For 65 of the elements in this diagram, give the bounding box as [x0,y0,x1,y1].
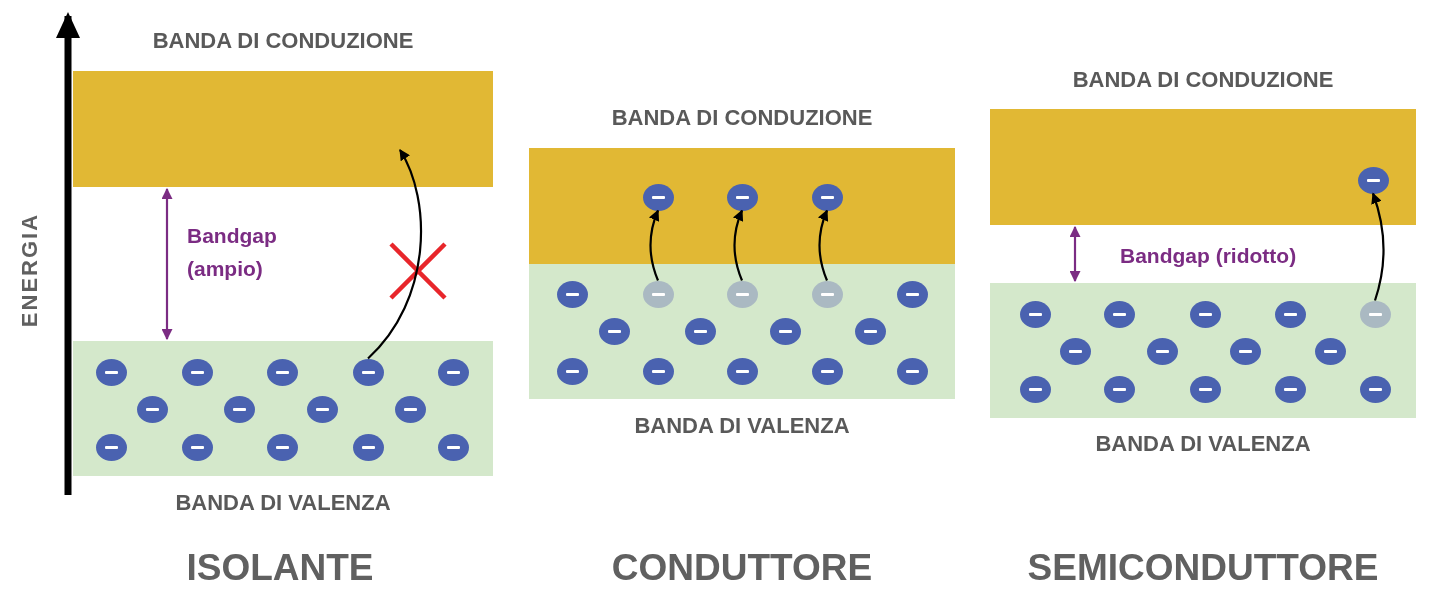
arrow [161,187,173,341]
band-heading: BANDA DI VALENZA [174,489,392,517]
electron-circle [684,317,716,345]
electron-circle [1274,300,1306,328]
hole-circle [642,280,674,308]
electron-circle [726,183,758,211]
hole-circle [726,280,758,308]
electron-circle [266,433,298,461]
electron-circle [642,183,674,211]
panel-title: SEMICONDUTTORE [1027,547,1379,589]
electron-circle [854,317,886,345]
bandgap-label: Bandgap (ampio) [187,223,278,282]
electron-circle [556,357,588,385]
electron-circle [1357,166,1389,194]
electron-circle [1274,375,1306,403]
axis-label: ENERGIA [17,212,43,328]
electron-circle [811,183,843,211]
band-heading: BANDA DI VALENZA [633,412,851,440]
hole-circle [1359,300,1391,328]
electron-circle [1103,375,1135,403]
electron-circle [1229,337,1261,365]
electron-circle [598,317,630,345]
electron-circle [352,358,384,386]
electron-circle [811,357,843,385]
electron-circle [1019,375,1051,403]
electron-circle [266,358,298,386]
electron-circle [1019,300,1051,328]
electron-circle [726,357,758,385]
electron-circle [437,358,469,386]
arrow [1069,225,1081,283]
electron-circle [394,395,426,423]
electron-circle [769,317,801,345]
arrow [818,209,829,281]
electron-circle [437,433,469,461]
panel-title: ISOLANTE [186,547,374,589]
band-heading: BANDA DI CONDUZIONE [610,104,874,132]
electron-circle [896,357,928,385]
electron-circle [306,395,338,423]
arrow [1371,192,1385,301]
panel-title: CONDUTTORE [611,547,873,589]
electron-circle [181,358,213,386]
electron-circle [1146,337,1178,365]
electron-circle [642,357,674,385]
electron-circle [1314,337,1346,365]
electron-circle [1059,337,1091,365]
band-heading: BANDA DI CONDUZIONE [151,27,415,55]
electron-circle [1359,375,1391,403]
bandgap-label: Bandgap (ridotto) [1120,243,1297,269]
electron-circle [1189,300,1221,328]
band-heading: BANDA DI VALENZA [1094,430,1312,458]
electron-circle [556,280,588,308]
electron-circle [896,280,928,308]
band-heading: BANDA DI CONDUZIONE [1071,66,1335,94]
arrow [733,209,744,281]
electron-circle [223,395,255,423]
electron-circle [1103,300,1135,328]
arrow [649,209,660,281]
arrow [367,149,423,360]
electron-circle [136,395,168,423]
electron-circle [181,433,213,461]
electron-circle [95,358,127,386]
electron-circle [352,433,384,461]
electron-circle [1189,375,1221,403]
electron-circle [95,433,127,461]
hole-circle [811,280,843,308]
